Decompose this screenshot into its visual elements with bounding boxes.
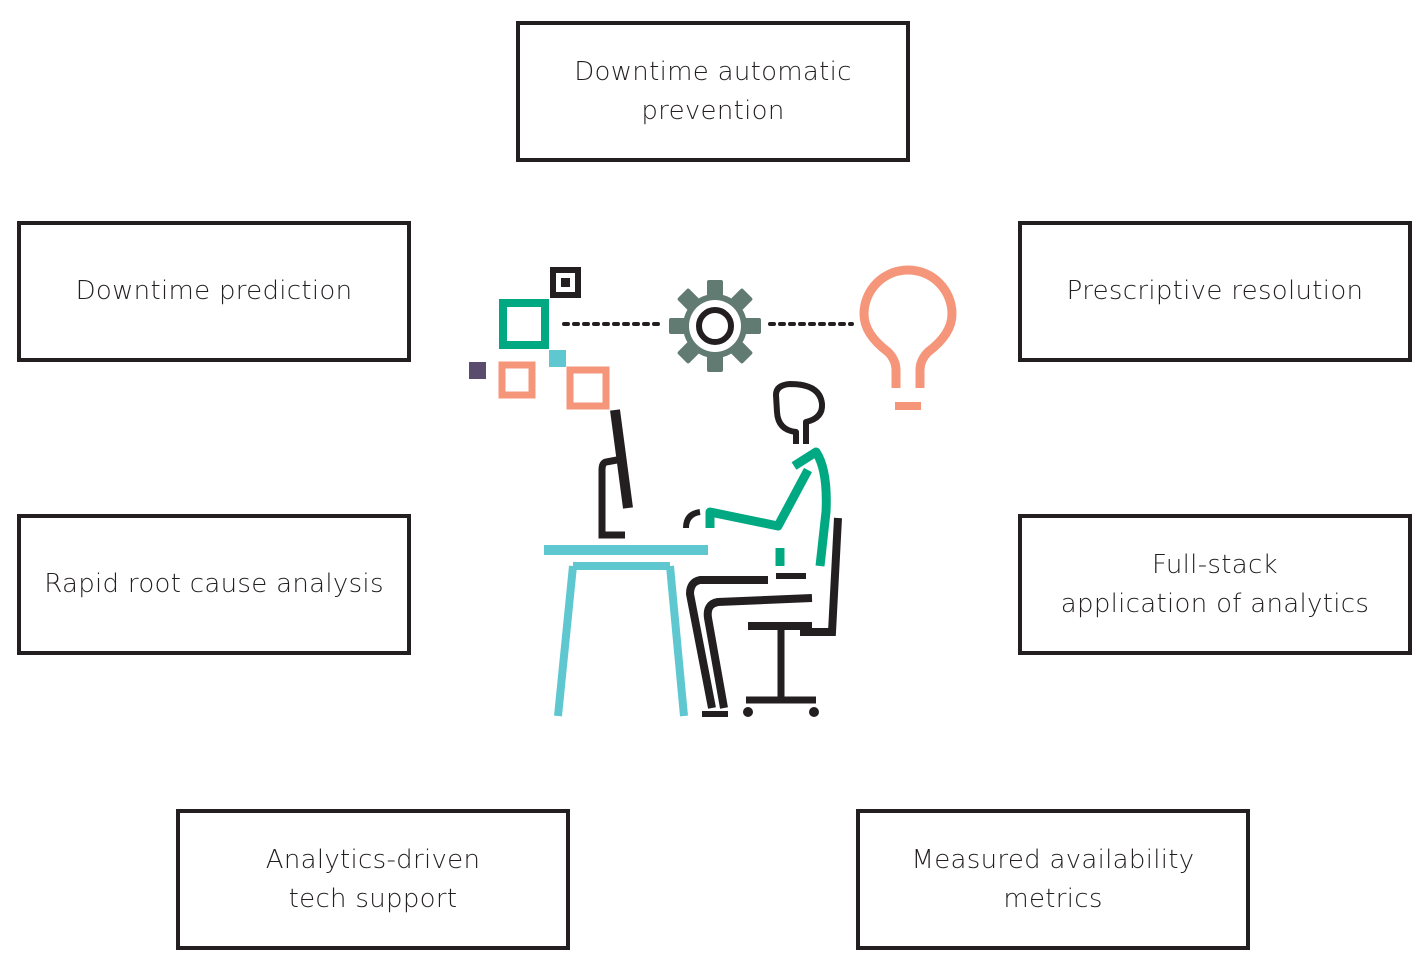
desk-icon: [544, 545, 708, 717]
person-at-desk-illustration: [469, 265, 957, 717]
gear-icon: [669, 280, 761, 372]
box-prescriptive-resolution: Prescriptive resolution: [1018, 221, 1412, 362]
box-analytics-driven-tech-support: Analytics-driven tech support: [176, 809, 570, 950]
box-measured-availability-metrics: Measured availability metrics: [856, 809, 1250, 950]
data-squares-icon: [469, 267, 610, 410]
lightbulb-icon: [859, 265, 957, 410]
person-icon: [683, 381, 831, 717]
box-rapid-root-cause-analysis: Rapid root cause analysis: [17, 514, 411, 655]
box-downtime-automatic-prevention: Downtime automatic prevention: [516, 21, 910, 162]
box-downtime-prediction: Downtime prediction: [17, 221, 411, 362]
monitor-icon: [598, 409, 633, 539]
chair-icon: [743, 517, 842, 717]
box-full-stack-application-of-analytics: Full-stack application of analytics: [1018, 514, 1412, 655]
